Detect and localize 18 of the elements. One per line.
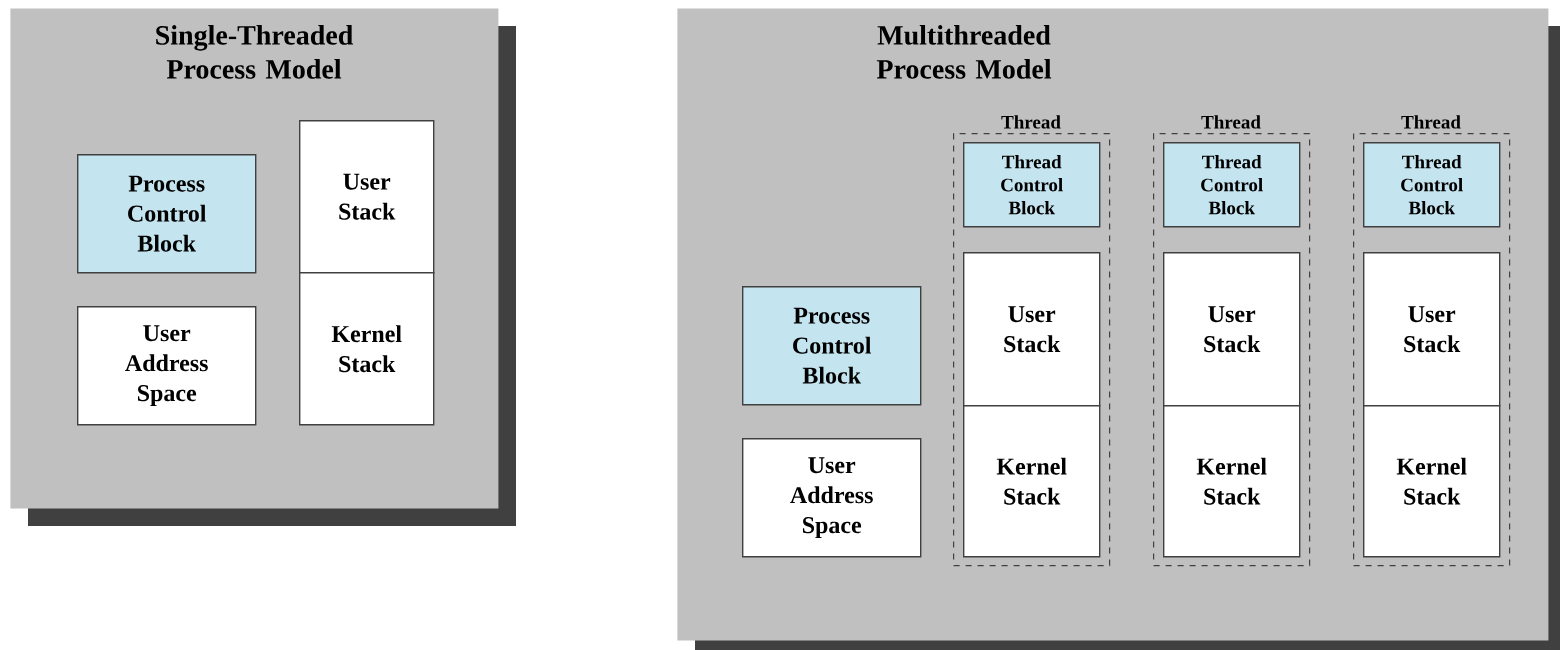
memory-box: Kernel Stack	[963, 405, 1101, 558]
control-block-box: Thread Control Block	[1363, 142, 1501, 228]
node-label: Thread	[1401, 115, 1461, 129]
control-block-box: Process Control Block	[77, 154, 257, 274]
node-label: Thread	[1001, 115, 1061, 129]
memory-box: User Stack	[1163, 252, 1301, 407]
memory-box: User Stack	[963, 252, 1101, 407]
memory-box: Kernel Stack	[1363, 405, 1501, 558]
memory-box: User Stack	[299, 120, 435, 274]
memory-box: Kernel Stack	[299, 272, 435, 426]
memory-box: User Address Space	[742, 438, 922, 558]
memory-box: Kernel Stack	[1163, 405, 1301, 558]
memory-box: User Address Space	[77, 306, 257, 426]
control-block-box: Thread Control Block	[963, 142, 1101, 228]
control-block-box: Process Control Block	[742, 286, 922, 406]
memory-box: User Stack	[1363, 252, 1501, 407]
node-label: Thread	[1201, 115, 1261, 129]
control-block-box: Thread Control Block	[1163, 142, 1301, 228]
